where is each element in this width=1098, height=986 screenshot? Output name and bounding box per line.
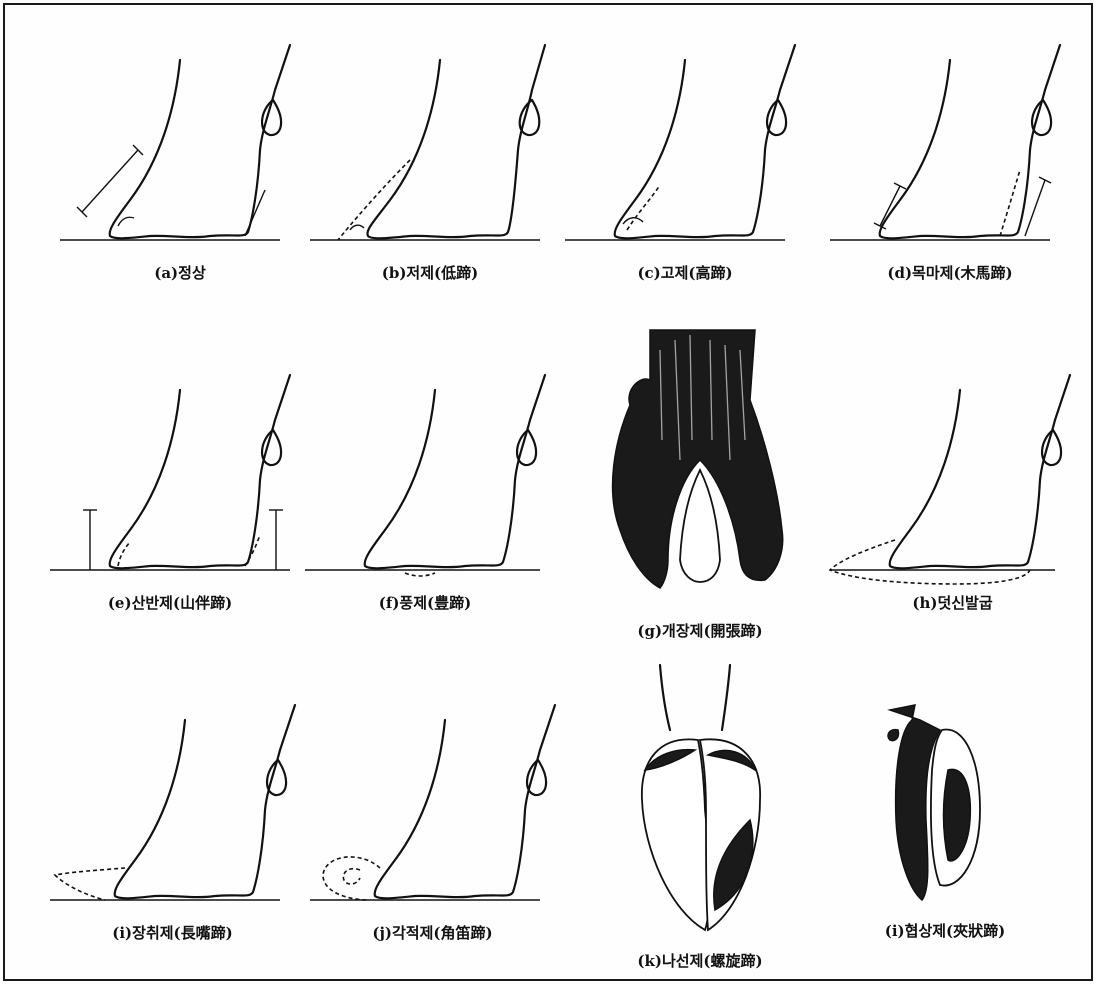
hoof-spread-drawing — [600, 320, 800, 620]
hoof-h-drawing — [825, 370, 1080, 610]
panel-j: (j)각적제(角笛蹄) — [305, 700, 560, 960]
hoof-e-drawing — [40, 370, 300, 610]
panel-k: (k)나선제(螺旋蹄) — [600, 660, 800, 975]
caption-i: (i)장취제(長嘴蹄) — [45, 922, 300, 943]
caption-g: (g)개장제(開張蹄) — [600, 620, 800, 641]
caption-k: (k)나선제(螺旋蹄) — [600, 950, 800, 971]
caption-h: (h)덧신발굽 — [825, 592, 1080, 613]
panel-c: (c)고제(高蹄) — [565, 40, 805, 300]
panel-l: (i)협상제(夾狀蹄) — [830, 690, 1060, 950]
panel-h: (h)덧신발굽 — [825, 370, 1080, 630]
panel-b: (b)저제(低蹄) — [310, 40, 550, 300]
hoof-narrow-drawing — [830, 690, 1060, 920]
panel-e: (e)산반제(山伴蹄) — [40, 370, 300, 630]
hoof-low-drawing — [310, 40, 550, 280]
panel-i: (i)장취제(長嘴蹄) — [45, 700, 300, 960]
caption-b: (b)저제(低蹄) — [310, 262, 550, 283]
hoof-i-drawing — [45, 700, 300, 940]
hoof-spiral-drawing — [600, 660, 800, 950]
hoof-high-drawing — [565, 40, 805, 280]
caption-j: (j)각적제(角笛蹄) — [305, 922, 560, 943]
panel-a: (a)정상 — [60, 40, 300, 300]
panel-d: (d)목마제(木馬蹄) — [830, 40, 1070, 300]
hoof-clubfoot-drawing — [830, 40, 1070, 280]
hoof-f-drawing — [300, 370, 550, 610]
panel-g: (g)개장제(開張蹄) — [600, 320, 800, 650]
caption-e: (e)산반제(山伴蹄) — [40, 592, 300, 613]
caption-d: (d)목마제(木馬蹄) — [830, 262, 1070, 283]
caption-a: (a)정상 — [60, 262, 300, 283]
panel-f: (f)풍제(豊蹄) — [300, 370, 550, 630]
caption-l: (i)협상제(夾狀蹄) — [830, 920, 1060, 941]
caption-f: (f)풍제(豊蹄) — [300, 592, 550, 613]
hoof-normal-drawing — [60, 40, 300, 280]
hoof-j-drawing — [305, 700, 560, 940]
caption-c: (c)고제(高蹄) — [565, 262, 805, 283]
